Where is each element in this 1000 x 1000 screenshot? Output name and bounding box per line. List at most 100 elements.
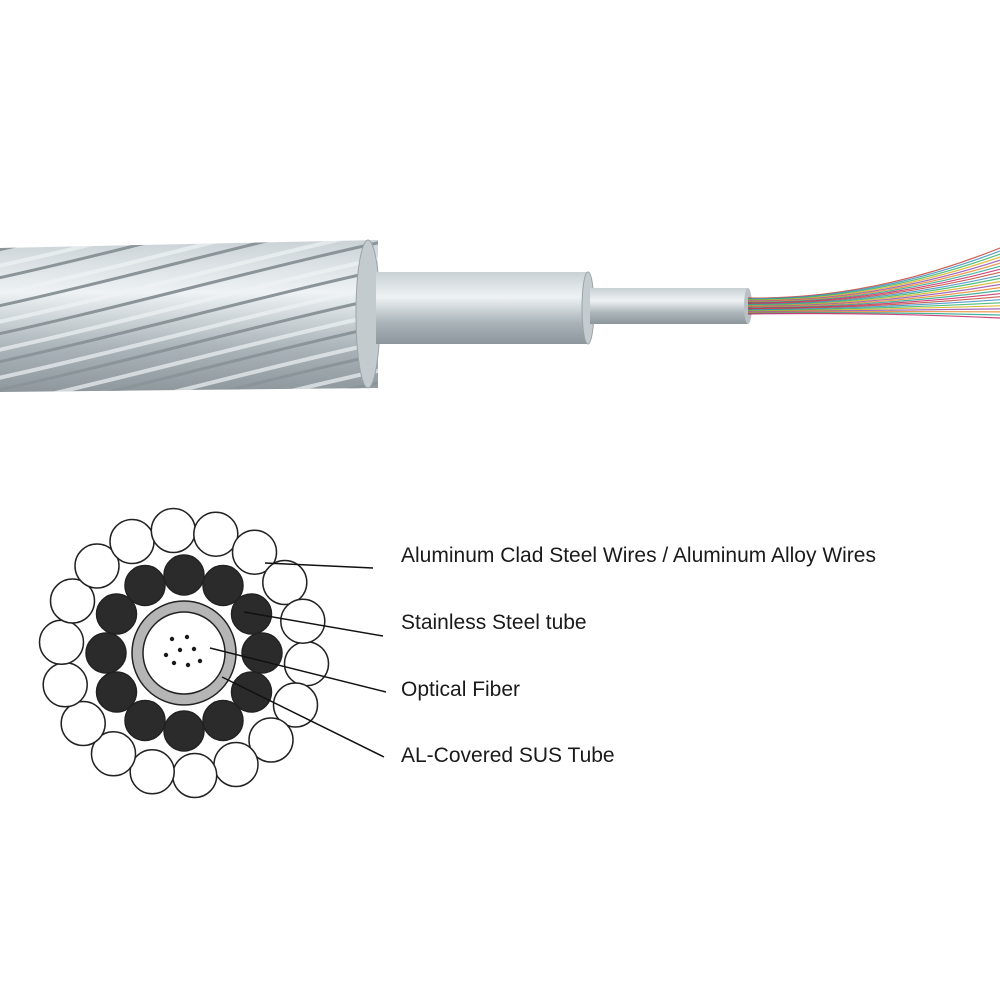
fiber-dot [177,647,183,653]
strand-groove [0,240,378,340]
fiber-strand [747,302,1000,312]
fiber-strand [747,247,1000,299]
strand-highlight [0,422,400,522]
label-al-sus-tube: AL-Covered SUS Tube [401,744,615,767]
strand-highlight [0,240,378,328]
fiber-strand [747,283,1000,307]
stainless-steel-tube-ring [142,611,226,695]
strand-groove [0,264,378,368]
inner-wire [95,593,138,635]
fiber-dot [191,646,197,652]
fiber-strand [747,312,1000,319]
outer-wire [74,543,120,589]
fiber-dot [163,652,169,658]
leader-line-optical-fiber [209,647,387,693]
strand-groove [0,240,378,256]
strand-groove [0,376,378,392]
fiber-strand [747,287,1000,308]
fiber-strand [747,299,1000,311]
strand-highlight [0,114,400,214]
inner-wire [85,632,127,674]
inner-wire [95,671,138,713]
leader-line-stainless-tube [243,611,384,637]
outer-wire [150,507,197,554]
label-steel-wires: Aluminum Clad Steel Wires / Aluminum All… [401,544,876,567]
outer-wire [109,518,155,565]
fiber-strand [747,265,1000,303]
outer-wire [248,717,294,763]
strand-highlight [0,240,378,244]
strand-highlight [0,308,378,392]
label-stainless-tube: Stainless Steel tube [401,611,587,634]
strand-highlight [0,252,378,356]
inner-wire-ring [85,554,283,752]
outer-wire [42,662,88,708]
fiber-strand [747,280,1000,307]
outer-wire [49,578,96,624]
strand-groove [0,126,400,226]
label-optical-fiber: Optical Fiber [401,678,520,701]
leader-line-al-sus-tube [221,676,385,758]
outer-wire [213,741,259,788]
fiber-strand [747,308,1000,313]
strand-groove [0,406,400,506]
optical-fibers-fan [747,247,1000,319]
inner-wire [163,554,205,596]
fiber-strand [747,253,1000,301]
fiber-dot [185,662,191,668]
inner-wire [202,699,244,742]
strand-highlight [0,240,378,300]
optical-fiber-dots [163,634,203,668]
outer-wire [90,731,137,777]
strand-groove [0,98,400,198]
fiber-strand [747,250,1000,300]
strand-groove [0,240,378,312]
strand-highlight [0,336,378,392]
strand-highlight [0,364,378,392]
fiber-strand [747,310,1000,314]
strand-groove [0,348,378,392]
outer-wire [171,752,218,799]
strand-highlight [0,280,378,384]
fiber-dot [184,634,190,640]
outer-wire [193,511,239,557]
strand-highlight [0,240,378,272]
fiber-strand [747,271,1000,305]
fiber-strand [747,290,1000,309]
fiber-strand [747,293,1000,309]
outer-wire [129,749,175,795]
inner-wire [163,710,205,752]
cross-section-outline [37,506,331,800]
outer-wire [280,598,326,644]
fiber-strand [747,305,1000,312]
strand-highlight [0,394,400,494]
outer-wire [262,559,308,606]
fiber-strand [747,277,1000,306]
inner-wire [241,632,283,674]
fiber-strand [747,259,1000,302]
fiber-strand [747,296,1000,310]
fiber-strand [747,262,1000,303]
outer-wire-ring [38,507,330,799]
leader-line-steel-wires [264,562,374,569]
stainless-tube-segment [590,288,748,324]
fiber-dot [169,636,175,642]
fiber-strand [747,312,1000,316]
strand-groove [0,292,378,392]
al-covered-tube-segment [376,272,588,344]
inner-wire [202,564,244,607]
strand-highlight [0,86,400,186]
strand-groove [0,240,378,284]
cross-section [37,506,331,800]
fiber-dot [197,658,203,664]
outer-wire [272,682,319,728]
outer-wire [38,619,85,666]
fiber-strand [747,268,1000,304]
outer-wire [60,700,106,747]
outer-wire [283,640,330,687]
inner-wire [124,564,166,607]
fiber-strand [747,274,1000,305]
leader-lines [209,562,387,758]
fiber-dot [171,660,177,666]
